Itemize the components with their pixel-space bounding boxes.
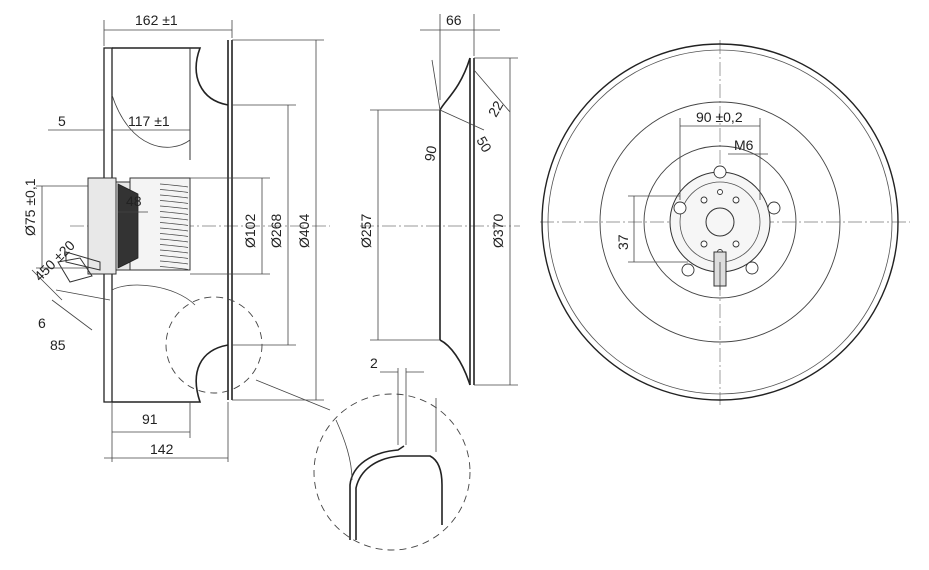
cooling-fin xyxy=(159,183,189,188)
cooling-fin xyxy=(159,255,189,259)
thread-label-m6: M6 xyxy=(734,137,754,153)
dim-cable-450: 450 ±20 xyxy=(31,237,78,284)
cooling-fin xyxy=(159,238,189,243)
dim-dia-370: Ø370 xyxy=(490,214,506,248)
dim-dia-404: Ø404 xyxy=(296,214,312,248)
cooling-fin xyxy=(159,189,189,193)
dim-dia-268: Ø268 xyxy=(268,214,284,248)
dim-dia-102: Ø102 xyxy=(242,214,258,248)
cooling-fin xyxy=(159,211,189,215)
cooling-fin xyxy=(159,200,189,204)
dim-angle-90: 90 xyxy=(421,144,439,162)
cooling-fin xyxy=(159,205,189,210)
cooling-fin xyxy=(159,194,189,199)
cooling-fin xyxy=(159,233,189,237)
dim-detail-2: 2 xyxy=(370,355,378,371)
dim-len-142: 142 xyxy=(150,441,174,457)
dim-offset-5: 5 xyxy=(58,113,66,129)
motor-cooling-fins xyxy=(159,183,189,270)
dim-dia-257: Ø257 xyxy=(358,214,374,248)
dim-hub-48: 48 xyxy=(126,193,142,209)
cooling-fin xyxy=(159,249,189,254)
dim-dia-75: Ø75 ±0,1 xyxy=(22,178,38,236)
cooling-fin xyxy=(159,266,189,270)
cooling-fin xyxy=(159,244,189,248)
dim-pitch-90: 90 ±0,2 xyxy=(696,109,743,125)
dim-width-66: 66 xyxy=(446,12,462,28)
side-view: 162 ±1 5 117 ±1 Ø75 ±0,1 450 ±20 6 85 48… xyxy=(22,12,331,462)
cooling-fin xyxy=(159,260,189,265)
inlet-ring-view: 66 90 50 22 Ø257 Ø370 xyxy=(358,12,520,386)
dim-angle-22: 22 xyxy=(485,98,507,120)
detail-view: 2 xyxy=(313,355,471,551)
cooling-fin xyxy=(159,216,189,221)
dim-len-37: 37 xyxy=(615,234,631,250)
dim-width-162: 162 ±1 xyxy=(135,12,178,28)
dim-depth-117: 117 ±1 xyxy=(128,113,170,129)
cooling-fin xyxy=(159,227,189,232)
dim-len-91: 91 xyxy=(142,411,158,427)
cooling-fin xyxy=(159,222,189,226)
dim-len-6: 6 xyxy=(38,315,46,331)
front-view: 90 ±0,2 M6 37 xyxy=(540,40,910,405)
dim-len-85: 85 xyxy=(50,337,66,353)
dim-angle-50: 50 xyxy=(473,134,495,156)
